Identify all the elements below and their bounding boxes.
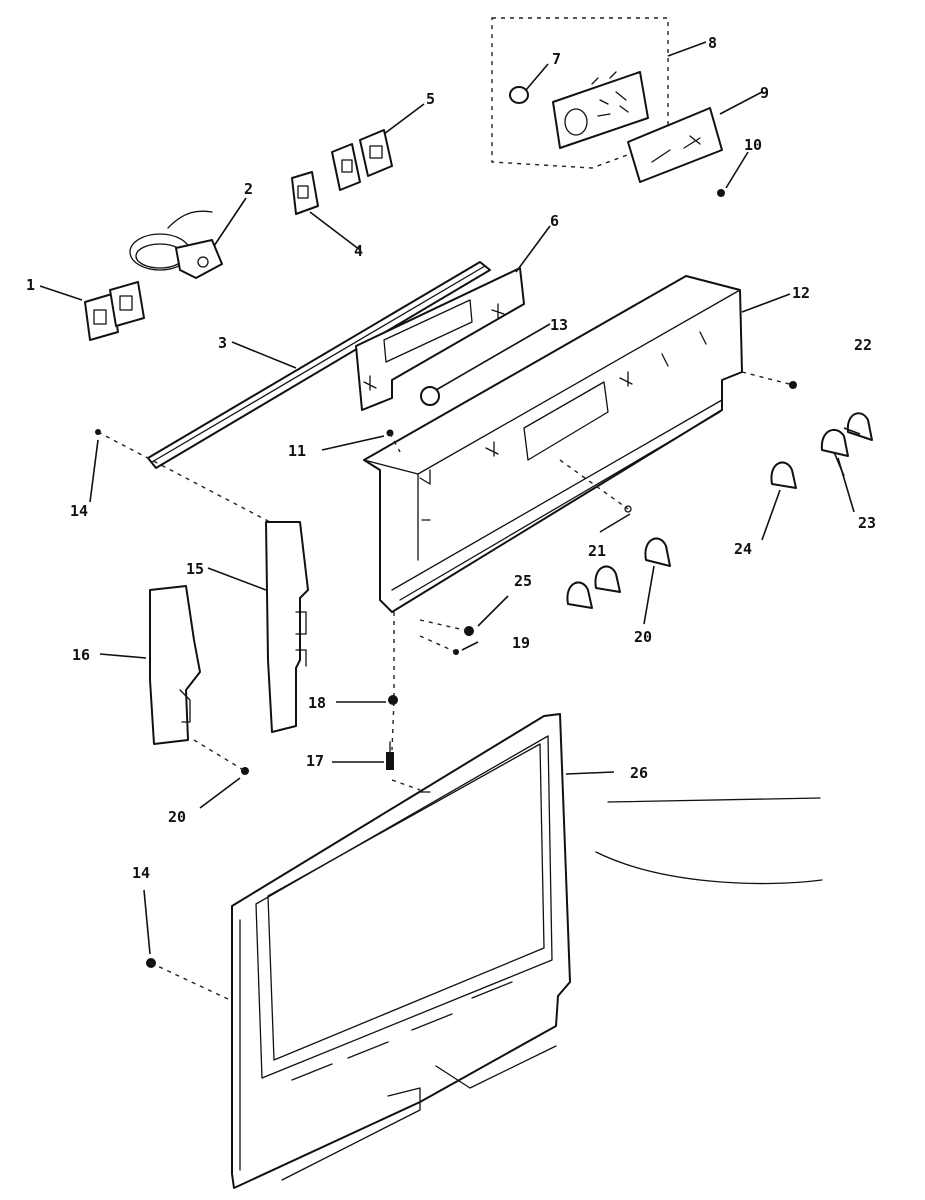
leader-lines bbox=[39, 41, 861, 955]
callout-25: 25 bbox=[514, 572, 532, 590]
part-25-screw bbox=[464, 626, 474, 636]
part-4-switch bbox=[291, 171, 319, 215]
callout-20-knob: 20 bbox=[634, 628, 652, 646]
callout-17: 17 bbox=[306, 752, 324, 770]
callout-20-screw: 20 bbox=[168, 808, 186, 826]
callout-12: 12 bbox=[792, 284, 810, 302]
part-12-backguard bbox=[363, 275, 743, 613]
assembly-lines bbox=[97, 371, 794, 1001]
part-20-screw-lower bbox=[241, 767, 249, 775]
part-5-switches bbox=[331, 129, 393, 191]
callout-14-lower: 14 bbox=[132, 864, 150, 882]
callout-26: 26 bbox=[630, 764, 648, 782]
callout-5: 5 bbox=[426, 90, 435, 108]
part-18-screw bbox=[388, 695, 398, 705]
callout-24: 24 bbox=[734, 540, 752, 558]
part-20-knobs-pair bbox=[566, 565, 621, 609]
callout-6: 6 bbox=[550, 212, 559, 230]
callout-13: 13 bbox=[550, 316, 568, 334]
background-marks bbox=[595, 797, 823, 885]
callout-14-upper: 14 bbox=[70, 502, 88, 520]
callout-23: 23 bbox=[858, 514, 876, 532]
part-24-knob bbox=[770, 461, 797, 489]
callout-11: 11 bbox=[288, 442, 306, 460]
callout-15: 15 bbox=[186, 560, 204, 578]
part-22-screw bbox=[789, 381, 797, 389]
part-16-end-bracket bbox=[149, 585, 201, 745]
callout-10: 10 bbox=[744, 136, 762, 154]
callout-18: 18 bbox=[308, 694, 326, 712]
callout-8: 8 bbox=[708, 34, 717, 52]
part-21-screw bbox=[624, 505, 632, 513]
part-1-switches bbox=[84, 281, 145, 341]
part-2-clock-motor bbox=[129, 210, 223, 279]
callout-1: 1 bbox=[26, 276, 35, 294]
callout-2: 2 bbox=[244, 180, 253, 198]
callout-16: 16 bbox=[72, 646, 90, 664]
callout-21: 21 bbox=[588, 542, 606, 560]
callout-4: 4 bbox=[354, 242, 363, 260]
part-7-knob bbox=[509, 86, 529, 104]
part-6-bracket bbox=[355, 267, 525, 411]
part-23-knobs bbox=[820, 412, 873, 457]
part-26-rear-panel bbox=[231, 713, 571, 1189]
part-9-overlay bbox=[627, 107, 723, 183]
part-15-end-bracket bbox=[265, 521, 309, 733]
callout-labels: 1 2 3 4 5 6 7 8 9 10 11 12 13 14 14 15 1… bbox=[26, 34, 876, 882]
callout-19: 19 bbox=[512, 634, 530, 652]
callout-22: 22 bbox=[854, 336, 872, 354]
part-17-bolt bbox=[386, 741, 394, 770]
callout-7: 7 bbox=[552, 50, 561, 68]
part-20-knob bbox=[644, 537, 671, 567]
callout-9: 9 bbox=[760, 84, 769, 102]
part-3-trim-strip bbox=[147, 261, 491, 469]
callout-3: 3 bbox=[218, 334, 227, 352]
part-10-screw bbox=[717, 189, 725, 197]
part-13-post bbox=[420, 386, 440, 406]
part-8-clock-assembly bbox=[491, 17, 669, 169]
